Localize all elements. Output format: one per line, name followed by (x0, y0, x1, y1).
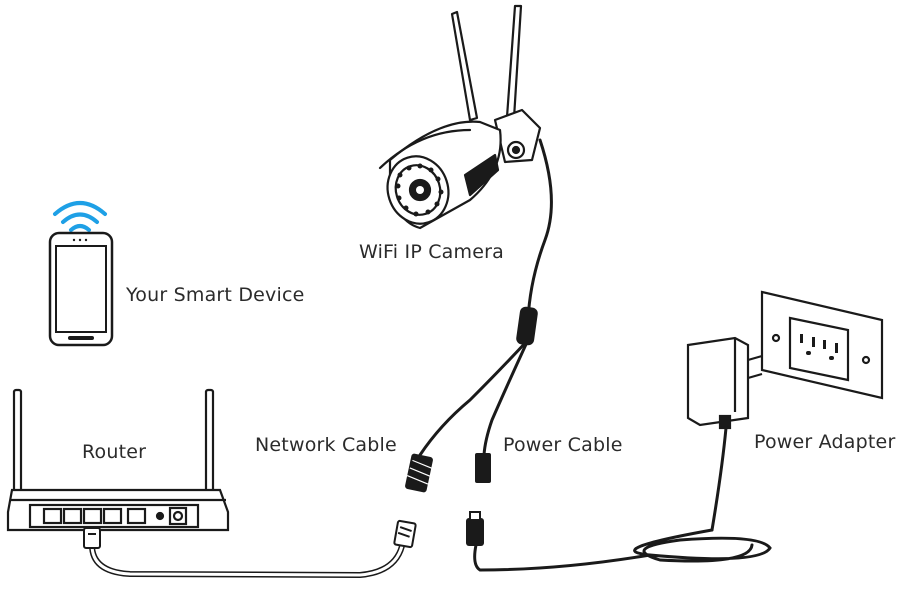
power-connector-icon (475, 453, 491, 483)
network-cable-label: Network Cable (255, 434, 397, 456)
network-connector-icon (405, 453, 434, 493)
camera-cable (418, 138, 553, 457)
power-plug-icon (466, 511, 484, 546)
router-plug-icon (83, 527, 101, 549)
wall-outlet-icon (760, 290, 884, 400)
phone-icon (48, 231, 114, 347)
router-label: Router (82, 441, 147, 463)
camera-icon (378, 4, 542, 230)
power-cable (473, 426, 772, 572)
wifi-icon (53, 201, 107, 232)
power-adapter-label: Power Adapter (754, 431, 896, 453)
power-cable-label: Power Cable (503, 434, 623, 456)
cable-splitter (516, 306, 538, 346)
camera-label: WiFi IP Camera (359, 241, 504, 263)
network-plug-icon (393, 519, 417, 549)
router-icon (6, 388, 230, 532)
smart-device-label: Your Smart Device (126, 284, 305, 306)
network-cable (89, 542, 405, 579)
power-adapter-icon (686, 336, 763, 430)
